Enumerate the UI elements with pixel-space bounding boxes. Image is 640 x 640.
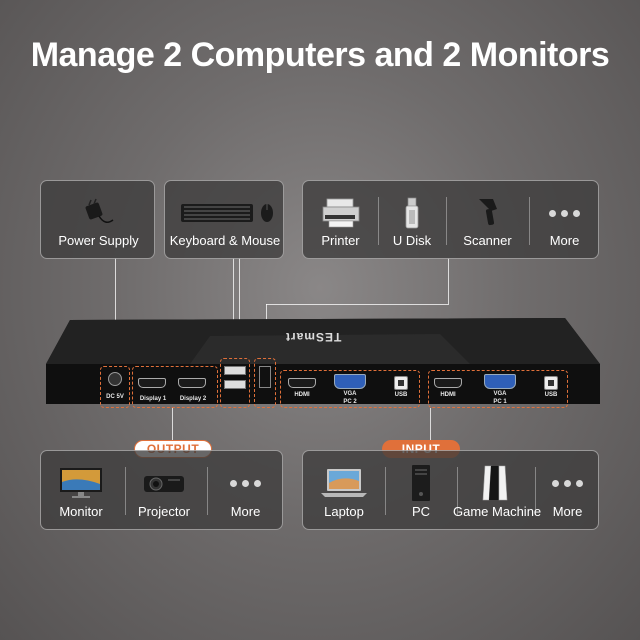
connector-power xyxy=(115,258,116,370)
separator xyxy=(457,467,458,515)
pc1-usb-label: USB xyxy=(544,392,558,398)
keyboard-mouse-card: Keyboard & Mouse xyxy=(164,180,284,259)
peripherals-card: Printer U Disk Scanner More xyxy=(302,180,599,259)
connector-input xyxy=(430,408,431,450)
port-group-usb-share xyxy=(254,358,276,408)
power-supply-item: Power Supply xyxy=(41,181,156,258)
output-devices-card: Monitor Projector More xyxy=(40,450,283,530)
pc2-usb-label: USB xyxy=(394,392,408,398)
more-label: More xyxy=(549,233,580,248)
more-dots-icon xyxy=(535,465,600,501)
peripheral-item-printer: Printer xyxy=(303,181,378,258)
display1-hdmi-port xyxy=(138,378,166,388)
pc1-usb-port xyxy=(544,376,558,390)
input-devices-card: Laptop PC Game Machine More xyxy=(302,450,599,530)
separator xyxy=(529,197,530,245)
separator xyxy=(385,467,386,515)
pc2-label: PC 2 xyxy=(343,399,357,405)
display1-label: Display 1 xyxy=(139,396,167,402)
device-brand: TESmart xyxy=(285,330,342,344)
input-item-laptop: Laptop xyxy=(303,451,385,529)
laptop-icon xyxy=(303,465,385,501)
power-supply-label: Power Supply xyxy=(58,233,139,248)
more-label: More xyxy=(230,504,261,519)
connector-peripherals-h xyxy=(266,304,449,305)
more-label: More xyxy=(552,504,583,519)
scanner-label: Scanner xyxy=(463,233,512,248)
pc2-vga-port xyxy=(334,374,366,389)
pc1-hdmi-label: HDMI xyxy=(440,392,456,398)
keyboard-mouse-icon xyxy=(165,195,285,231)
port-group-output xyxy=(132,366,218,408)
output-item-more: More xyxy=(207,451,284,529)
output-item-projector: Projector xyxy=(125,451,203,529)
monitor-label: Monitor xyxy=(59,504,103,519)
port-group-pc2 xyxy=(280,370,420,408)
pc-label: PC xyxy=(411,504,431,519)
separator xyxy=(207,467,208,515)
pc2-hdmi-port xyxy=(288,378,316,388)
usb-drive-icon xyxy=(378,195,446,231)
game-machine-label: Game Machine xyxy=(453,504,542,519)
keyboard-mouse-label: Keyboard & Mouse xyxy=(169,233,281,248)
peripheral-item-scanner: Scanner xyxy=(446,181,529,258)
connector-output xyxy=(172,408,173,450)
printer-label: Printer xyxy=(321,233,360,248)
peripheral-item-udisk: U Disk xyxy=(378,181,446,258)
more-dots-icon xyxy=(207,465,284,501)
output-item-monitor: Monitor xyxy=(41,451,121,529)
monitor-icon xyxy=(41,465,121,501)
barcode-scanner-icon xyxy=(446,195,529,231)
pc2-hdmi-label: HDMI xyxy=(294,392,310,398)
page-title: Manage 2 Computers and 2 Monitors xyxy=(30,36,610,74)
projector-icon xyxy=(125,465,203,501)
input-item-more: More xyxy=(535,451,600,529)
pc2-vga-label: VGA xyxy=(343,391,357,397)
port-group-dc xyxy=(100,366,130,408)
separator xyxy=(378,197,379,245)
pc1-hdmi-port xyxy=(434,378,462,388)
pc1-vga-label: VGA xyxy=(493,391,507,397)
pc1-vga-port xyxy=(484,374,516,389)
game-console-icon xyxy=(453,465,537,501)
input-item-game-machine: Game Machine xyxy=(453,451,542,529)
connector-keyboard-a xyxy=(233,258,234,358)
kvm-switch: TESmart DC 5V Display 1 Display 2 HDMI V… xyxy=(40,308,605,418)
pc2-usb-port xyxy=(394,376,408,390)
pc-tower-icon xyxy=(385,465,457,501)
more-dots-icon xyxy=(529,195,600,231)
power-adapter-icon xyxy=(41,195,156,231)
projector-label: Projector xyxy=(137,504,191,519)
separator xyxy=(535,467,536,515)
keyboard-mouse-item: Keyboard & Mouse xyxy=(165,181,285,258)
dc-jack xyxy=(108,372,122,386)
laptop-label: Laptop xyxy=(324,504,364,519)
connector-keyboard-b xyxy=(239,258,240,358)
separator xyxy=(125,467,126,515)
peripheral-item-more: More xyxy=(529,181,600,258)
printer-icon xyxy=(303,195,378,231)
mouse-usb-port xyxy=(224,380,246,389)
separator xyxy=(446,197,447,245)
port-group-pc1 xyxy=(428,370,568,408)
port-group-keyboard xyxy=(220,358,250,408)
display2-hdmi-port xyxy=(178,378,206,388)
power-supply-card: Power Supply xyxy=(40,180,155,259)
pc1-label: PC 1 xyxy=(493,399,507,405)
input-item-pc: PC xyxy=(385,451,457,529)
connector-peripherals-v xyxy=(448,258,449,304)
keyboard-usb-port xyxy=(224,366,246,375)
display2-label: Display 2 xyxy=(179,396,207,402)
udisk-label: U Disk xyxy=(392,233,432,248)
dc-label: DC 5V xyxy=(106,394,124,400)
usb-share-port xyxy=(259,366,271,388)
